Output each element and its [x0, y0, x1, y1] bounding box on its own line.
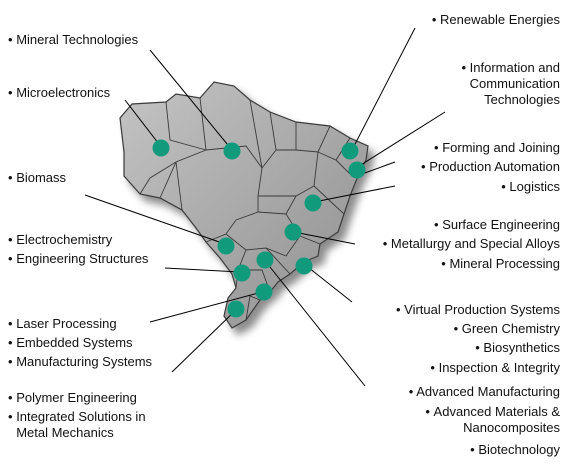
label-renewable-energies: • Renewable Energies	[431, 12, 560, 27]
label-inspection-integrity: • Inspection & Integrity	[430, 360, 560, 375]
map-body	[119, 81, 369, 329]
hub-marker	[223, 142, 241, 160]
state-border	[175, 161, 183, 211]
leader-line	[293, 231, 356, 245]
state-borders	[139, 97, 359, 321]
leader-lines	[84, 27, 446, 387]
hub-marker	[304, 194, 322, 212]
leader-line	[351, 27, 416, 151]
state-border	[165, 101, 207, 151]
label-integrated-solutions: • Integrated Solutions in Metal Mechanic…	[8, 409, 146, 440]
hub-markers	[152, 139, 366, 318]
leader-line	[149, 49, 233, 151]
label-forming-joining: • Forming and Joining	[434, 140, 560, 155]
state-border	[225, 233, 291, 275]
label-metallurgy: • Metallurgy and Special Alloys	[382, 236, 560, 251]
hub-marker	[255, 283, 273, 301]
label-biotechnology: • Biotechnology	[470, 442, 560, 457]
label-biosynthetics: • Biosynthetics	[475, 340, 560, 355]
state-border	[139, 161, 177, 195]
label-microelectronics: • Microelectronics	[8, 85, 111, 100]
label-advanced-materials: • Advanced Materials & Nanocomposites	[425, 404, 560, 435]
label-advanced-manufacturing: • Advanced Manufacturing	[408, 384, 560, 399]
leader-line	[164, 267, 241, 273]
label-ict: • Information and Communication Technolo…	[461, 60, 560, 107]
label-mineral-processing: • Mineral Processing	[441, 256, 560, 271]
label-polymer-engineering: • Polymer Engineering	[8, 390, 137, 405]
state-border	[265, 235, 301, 257]
leader-line	[171, 307, 239, 373]
leader-line	[149, 291, 263, 323]
hub-marker	[233, 264, 251, 282]
state-border	[235, 195, 297, 221]
leader-line	[265, 261, 366, 387]
hub-marker	[284, 223, 302, 241]
state-border	[258, 151, 319, 197]
label-embedded-systems: • Embedded Systems	[8, 335, 133, 350]
brazil-outline	[119, 81, 369, 329]
leader-line	[124, 99, 163, 149]
leader-line	[313, 185, 396, 203]
label-electrochemistry: • Electrochemistry	[8, 232, 113, 247]
state-border	[159, 97, 207, 199]
hub-marker	[348, 161, 366, 179]
hub-marker	[256, 251, 274, 269]
state-border	[245, 295, 261, 321]
hub-marker	[341, 142, 359, 160]
label-production-automation: • Production Automation	[421, 159, 560, 174]
label-virtual-production: • Virtual Production Systems	[395, 302, 560, 317]
label-manufacturing-systems: • Manufacturing Systems	[8, 354, 153, 369]
hub-marker	[152, 139, 170, 157]
hub-marker	[295, 257, 313, 275]
label-green-chemistry: • Green Chemistry	[453, 321, 560, 336]
label-surface-engineering: • Surface Engineering	[434, 217, 560, 232]
leader-line	[355, 111, 446, 169]
hub-marker	[217, 237, 235, 255]
state-border	[249, 99, 263, 169]
label-biomass: • Biomass	[8, 170, 67, 185]
label-logistics: • Logistics	[501, 179, 560, 194]
state-border	[313, 185, 345, 215]
label-engineering-structures: • Engineering Structures	[8, 251, 149, 266]
hub-marker	[227, 300, 245, 318]
label-laser-processing: • Laser Processing	[8, 316, 117, 331]
leader-line	[303, 263, 353, 303]
leader-line	[84, 194, 226, 245]
label-mineral-technologies: • Mineral Technologies	[8, 32, 139, 47]
leader-line	[361, 161, 396, 175]
